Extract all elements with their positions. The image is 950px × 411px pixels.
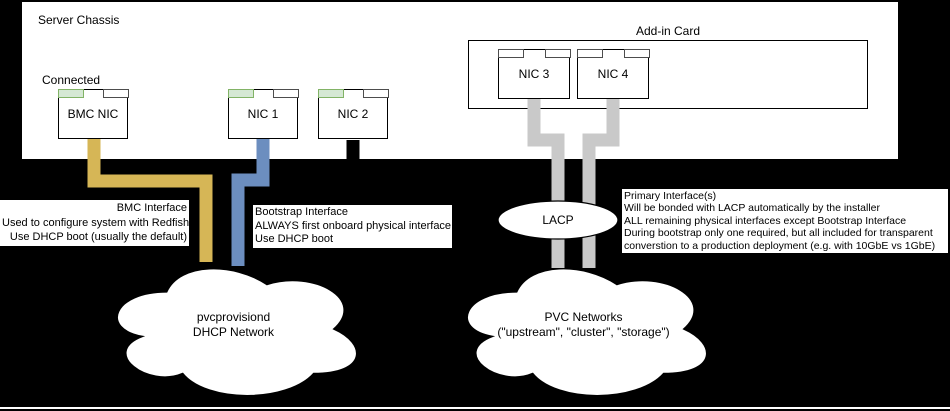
nic-label: NIC 1 (247, 107, 279, 121)
empty-port-tab-icon (544, 48, 571, 58)
empty-port-tab-icon (102, 88, 129, 98)
annotation-line: converstion to a production deployment (… (624, 239, 936, 252)
bmc-interface-annotation: BMC Interface Used to configure system w… (0, 200, 189, 246)
bottom-edge-line (0, 407, 950, 409)
empty-port-tab-icon (623, 48, 650, 58)
annotation-line: During bootstrap only one required, but … (624, 227, 933, 240)
annotation-line: ALL remaining physical interfaces except… (624, 214, 907, 227)
nic-box-4: NIC 4 (576, 48, 650, 99)
nic-box-3: NIC 3 (497, 48, 571, 99)
nic-box-bmc: BMC NIC (57, 88, 129, 139)
annotation-line: Use DHCP boot (usually the default) (9, 231, 187, 243)
nic-label: BMC NIC (67, 107, 119, 121)
empty-port-tab-icon (497, 48, 524, 58)
pvc-cloud-label: PVC Networks ("upstream", "cluster", "st… (450, 310, 717, 340)
lacp-label: LACP (542, 213, 574, 227)
primary-interface-annotation: Primary Interface(s) Will be bonded with… (622, 189, 948, 254)
annotation-line: Use DHCP boot (255, 233, 334, 245)
nic-label: NIC 2 (337, 107, 369, 121)
green-port-tab-icon (227, 88, 254, 98)
annotation-line: Primary Interface(s) (624, 190, 717, 202)
nic-label: NIC 3 (518, 67, 550, 81)
annotation-line: Will be bonded with LACP automatically b… (624, 202, 881, 215)
connected-label: Connected (42, 73, 101, 87)
server-chassis-label: Server Chassis (38, 13, 120, 27)
empty-port-tab-icon (362, 88, 389, 98)
bootstrap-interface-annotation: Bootstrap Interface ALWAYS first onboard… (253, 205, 452, 248)
dhcp-cloud-label-line1: pvcprovisiond (196, 310, 271, 324)
green-port-tab-icon (317, 88, 344, 98)
pvc-cloud-label-line2: ("upstream", "cluster", "storage") (497, 325, 670, 339)
addin-card-label: Add-in Card (635, 24, 701, 38)
nic-box-1: NIC 1 (227, 88, 299, 139)
annotation-line: Used to configure system with Redfish (2, 216, 190, 229)
nic-label: NIC 4 (597, 67, 629, 81)
empty-port-tab-icon (272, 88, 299, 98)
annotation-line: ALWAYS first onboard physical interface (255, 219, 452, 232)
annotation-line: Bootstrap Interface (255, 206, 348, 218)
nic-box-2: NIC 2 (317, 88, 389, 139)
dhcp-cloud-label: pvcprovisiond DHCP Network (100, 310, 367, 340)
annotation-line: BMC Interface (116, 202, 187, 214)
empty-port-tab-icon (576, 48, 603, 58)
green-port-tab-icon (57, 88, 84, 98)
pvc-cloud-label-line1: PVC Networks (544, 310, 623, 324)
dhcp-cloud-label-line2: DHCP Network (192, 325, 275, 339)
